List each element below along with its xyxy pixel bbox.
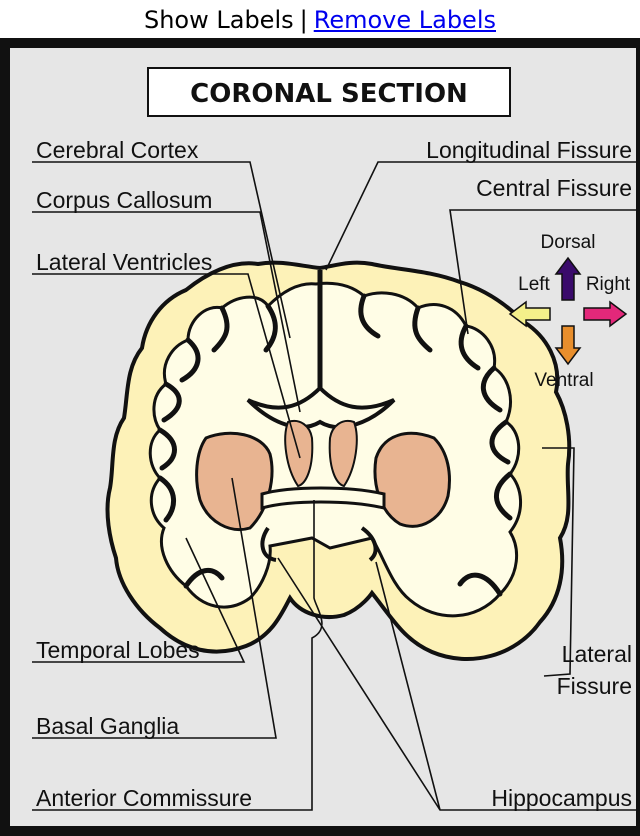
label-central-fissure: Central Fissure bbox=[476, 175, 632, 201]
label-toggle-bar: Show Labels|Remove Labels bbox=[0, 0, 640, 40]
basal-ganglia-left bbox=[197, 433, 272, 529]
remove-labels-link[interactable]: Remove Labels bbox=[314, 6, 496, 34]
label-temporal-lobes: Temporal Lobes bbox=[36, 637, 200, 663]
label-basal-ganglia: Basal Ganglia bbox=[36, 713, 179, 739]
label-longitudinal-fissure: Longitudinal Fissure bbox=[426, 137, 632, 163]
label-corpus-callosum: Corpus Callosum bbox=[36, 187, 212, 213]
diagram-title: CORONAL SECTION bbox=[190, 79, 468, 109]
label-lateral-fissure-2: Fissure bbox=[557, 673, 632, 699]
label-hippocampus: Hippocampus bbox=[491, 785, 632, 811]
basal-ganglia-right bbox=[375, 433, 449, 526]
label-lateral-ventricles: Lateral Ventricles bbox=[36, 249, 212, 275]
label-anterior-commissure: Anterior Commissure bbox=[36, 785, 252, 811]
label-cerebral-cortex: Cerebral Cortex bbox=[36, 137, 199, 163]
compass-dorsal-label: Dorsal bbox=[541, 232, 596, 253]
label-lateral-fissure-1: Lateral bbox=[562, 641, 632, 667]
compass-left-label: Left bbox=[518, 274, 550, 295]
coronal-section-diagram: CORONAL SECTION Cerebral Cortex Corpus C… bbox=[0, 38, 640, 836]
compass-ventral-label: Ventral bbox=[534, 370, 593, 391]
compass-right-label: Right bbox=[586, 274, 631, 295]
show-labels-text: Show Labels bbox=[144, 6, 294, 34]
toggle-separator: | bbox=[300, 6, 308, 34]
